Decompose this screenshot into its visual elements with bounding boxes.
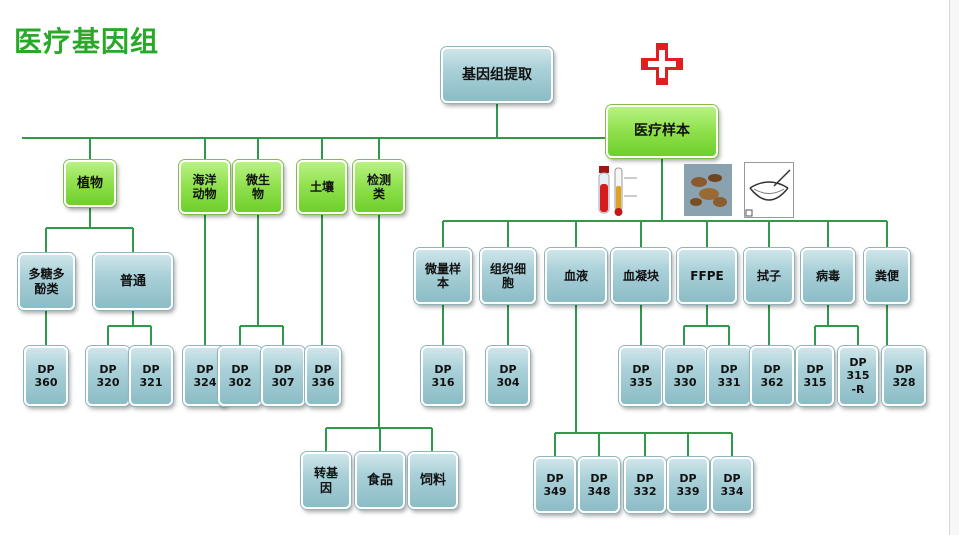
kit-dp304: DP 304 <box>486 346 530 406</box>
category-microbe: 微生 物 <box>233 160 283 214</box>
medical-sub-blood: 血液 <box>545 248 607 304</box>
medical-sub-virus: 病毒 <box>801 248 855 304</box>
kit-dp302: DP 302 <box>218 346 262 406</box>
medical-sub-ffpe: FFPE <box>677 248 737 304</box>
detect-sub-food: 食品 <box>355 452 405 509</box>
kit-dp316: DP 316 <box>421 346 465 406</box>
plant-sub-polysaccharide: 多糖多 酚类 <box>18 253 75 310</box>
medical-sub-tissue-cell: 组织细 胞 <box>480 248 536 304</box>
kit-dp307: DP 307 <box>261 346 305 406</box>
kit-dp332: DP 332 <box>624 457 666 513</box>
medical-sub-micro-sample: 微量样 本 <box>414 248 472 304</box>
detect-sub-feed: 饲料 <box>408 452 458 509</box>
category-plant: 植物 <box>64 160 116 207</box>
kit-dp328: DP 328 <box>882 346 926 406</box>
kit-dp349: DP 349 <box>534 457 576 513</box>
oral-swab-icon <box>744 162 794 218</box>
blood-tube-icon <box>598 166 610 214</box>
kit-dp362: DP 362 <box>750 346 794 406</box>
kit-dp315-r: DP 315 -R <box>838 346 878 406</box>
page-title: 医疗基因组 <box>14 25 160 58</box>
root-node-genome-extraction: 基因组提取 <box>441 47 553 103</box>
red-cross-icon <box>641 43 683 85</box>
medical-sub-blood-clot: 血凝块 <box>611 248 671 304</box>
vertical-scrollbar[interactable] <box>949 0 959 535</box>
kit-dp321: DP 321 <box>129 346 173 406</box>
kit-dp348: DP 348 <box>578 457 620 513</box>
category-detection: 检测 类 <box>353 160 405 214</box>
detect-sub-gmo: 转基 因 <box>301 452 351 509</box>
kit-dp331: DP 331 <box>707 346 751 406</box>
category-marine-animal: 海洋 动物 <box>179 160 230 214</box>
kit-dp320: DP 320 <box>86 346 130 406</box>
kit-dp330: DP 330 <box>663 346 707 406</box>
kit-dp336: DP 336 <box>305 346 341 406</box>
category-soil: 土壤 <box>297 160 347 214</box>
plant-sub-common: 普通 <box>93 253 173 310</box>
kit-dp360: DP 360 <box>24 346 68 406</box>
medical-sample-node: 医疗样本 <box>606 105 718 158</box>
kit-dp334: DP 334 <box>711 457 753 513</box>
kit-dp339: DP 339 <box>667 457 709 513</box>
thermometer-icon <box>614 167 637 216</box>
medical-sub-swab: 拭子 <box>744 248 794 304</box>
kit-dp335: DP 335 <box>619 346 663 406</box>
kit-dp315: DP 315 <box>796 346 834 406</box>
medical-sub-stool: 粪便 <box>864 248 910 304</box>
tissue-sample-photo <box>684 164 732 216</box>
